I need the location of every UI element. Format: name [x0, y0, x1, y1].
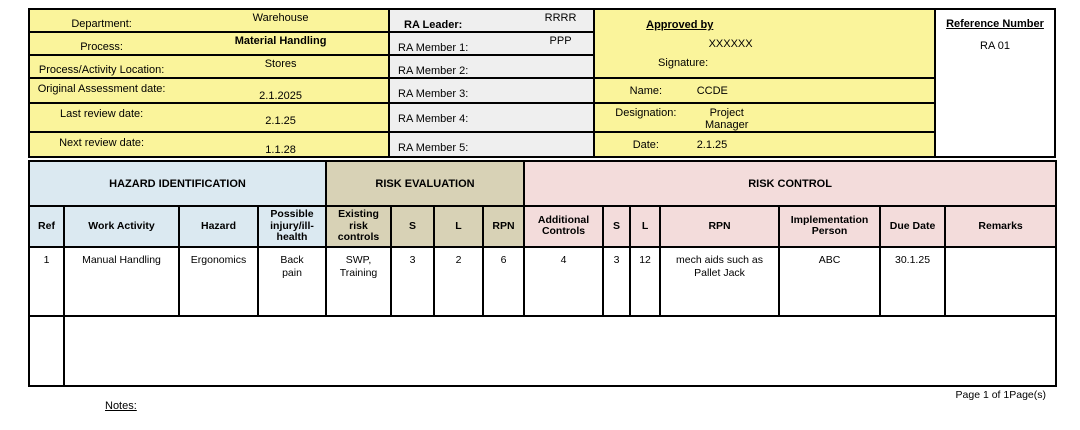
next-review-date-cell[interactable]: Next review date: 1.1.28 [28, 131, 390, 158]
col-header-likelihood-1: L [433, 205, 484, 248]
form-header-table: Department: Warehouse RA Leader: RRRR Ap… [28, 8, 1056, 158]
cell-ref[interactable]: 1 [28, 245, 65, 317]
col-header-hazard: Hazard [178, 205, 259, 248]
approved-by-cell[interactable]: Approved by XXXXXX Signature: [593, 8, 936, 79]
empty-merged-cell[interactable] [62, 314, 1058, 387]
approval-date-cell[interactable]: Date: 2.1.25 [593, 131, 936, 158]
reference-number-title: Reference Number [946, 18, 1044, 30]
original-assessment-date-label: Original Assessment date: [37, 83, 166, 95]
ra-member-2-label: RA Member 2: [398, 65, 469, 77]
cell-injury[interactable]: Back pain [257, 245, 327, 317]
approver-name-label: Name: [629, 84, 663, 97]
ra-member-4-value[interactable] [528, 105, 592, 130]
cell-likelihood-1[interactable]: 2 [433, 245, 484, 317]
ra-member-3-value[interactable] [528, 80, 592, 101]
col-header-due-date: Due Date [879, 205, 947, 248]
group-header-row: HAZARD IDENTIFICATION RISK EVALUATION RI… [28, 160, 1058, 207]
ra-leader-value[interactable]: RRRR [544, 12, 577, 24]
location-value[interactable]: Stores [264, 58, 297, 70]
approver-value[interactable]: XXXXXX [708, 38, 753, 50]
original-assessment-date-cell[interactable]: Original Assessment date: 2.1.2025 [28, 77, 390, 104]
cell-remarks[interactable] [944, 245, 1058, 317]
next-review-date-label: Next review date: [59, 137, 145, 149]
ra-member-4-cell[interactable]: RA Member 4: [388, 102, 595, 133]
empty-ref-cell[interactable] [28, 314, 65, 387]
page-info: Page 1 of 1Page(s) [955, 389, 1046, 401]
last-review-date-value[interactable]: 2.1.25 [265, 115, 296, 127]
approver-name-value[interactable]: CCDE [696, 84, 728, 97]
group-risk-control: RISK CONTROL [523, 160, 1058, 207]
ra-member-3-cell[interactable]: RA Member 3: [388, 77, 595, 104]
col-header-injury: Possible injury/ill-health [257, 205, 327, 248]
process-value[interactable]: Material Handling [234, 35, 327, 47]
ra-member-1-label: RA Member 1: [398, 42, 469, 54]
notes-label: Notes: [105, 400, 137, 412]
ra-member-4-label: RA Member 4: [398, 113, 469, 125]
cell-existing-controls[interactable]: SWP, Training [325, 245, 392, 317]
cell-likelihood-2[interactable]: 12 [629, 245, 662, 317]
cell-implementation-person[interactable]: ABC [778, 245, 882, 317]
col-header-severity-1: S [390, 205, 435, 248]
designation-value[interactable]: Project Manager [704, 107, 749, 131]
reference-number-value[interactable]: RA 01 [980, 40, 1010, 52]
approver-name-cell[interactable]: Name: CCDE [593, 77, 936, 104]
table-row: 1 Manual Handling Ergonomics Back pain S… [28, 245, 1058, 317]
process-label: Process: [80, 41, 123, 53]
approval-date-label: Date: [632, 138, 659, 151]
location-label: Process/Activity Location: [38, 64, 165, 76]
department-label: Department: [71, 18, 132, 30]
cell-severity-2[interactable]: 3 [602, 245, 632, 317]
col-header-rpn-1: RPN [481, 205, 526, 248]
reference-number-cell[interactable]: Reference Number RA 01 [934, 8, 1056, 158]
empty-row [28, 314, 1058, 387]
cell-rpn-1[interactable]: 6 [481, 245, 526, 317]
ra-leader-label: RA Leader: [404, 19, 463, 31]
ra-member-3-label: RA Member 3: [398, 88, 469, 100]
approval-date-value[interactable]: 2.1.25 [696, 138, 728, 151]
location-cell[interactable]: Process/Activity Location: Stores [28, 54, 390, 79]
col-header-additional-controls: Additional Controls [523, 205, 605, 248]
col-header-implementation-person: Implementation Person [778, 205, 882, 248]
cell-hazard[interactable]: Ergonomics [178, 245, 259, 317]
col-header-rpn-2: RPN [659, 205, 781, 248]
last-review-date-label: Last review date: [60, 108, 144, 120]
col-header-existing-controls: Existing risk controls [325, 205, 392, 248]
col-header-likelihood-2: L [629, 205, 662, 248]
last-review-date-cell[interactable]: Last review date: 2.1.25 [28, 102, 390, 133]
group-risk-evaluation: RISK EVALUATION [324, 160, 526, 207]
column-header-row: Ref Work Activity Hazard Possible injury… [28, 205, 1058, 248]
ra-member-1-value[interactable]: PPP [549, 35, 572, 47]
department-value[interactable]: Warehouse [252, 12, 309, 24]
cell-additional-controls[interactable]: 4 [523, 245, 605, 317]
ra-leader-cell[interactable]: RA Leader: RRRR [388, 8, 595, 33]
group-hazard-identification: HAZARD IDENTIFICATION [28, 160, 327, 207]
department-cell[interactable]: Department: Warehouse [28, 8, 390, 33]
ra-member-1-cell[interactable]: RA Member 1: PPP [388, 31, 595, 56]
col-header-work-activity: Work Activity [63, 205, 180, 248]
col-header-remarks: Remarks [944, 205, 1058, 248]
ra-member-5-cell[interactable]: RA Member 5: [388, 131, 595, 158]
process-cell[interactable]: Process: Material Handling [28, 31, 390, 56]
cell-severity-1[interactable]: 3 [390, 245, 435, 317]
col-header-ref: Ref [28, 205, 65, 248]
ra-member-5-value[interactable] [528, 134, 592, 155]
next-review-date-value[interactable]: 1.1.28 [265, 144, 296, 156]
designation-label: Designation: [615, 107, 677, 119]
cell-rpn-2[interactable]: mech aids such as Pallet Jack [659, 245, 781, 317]
col-header-severity-2: S [602, 205, 632, 248]
approved-by-title: Approved by [646, 19, 714, 31]
signature-label: Signature: [658, 57, 709, 69]
cell-work-activity[interactable]: Manual Handling [63, 245, 180, 317]
ra-member-2-cell[interactable]: RA Member 2: [388, 54, 595, 79]
designation-cell[interactable]: Designation: Project Manager [593, 102, 936, 133]
cell-due-date[interactable]: 30.1.25 [879, 245, 947, 317]
ra-member-2-value[interactable] [528, 57, 592, 76]
risk-table: HAZARD IDENTIFICATION RISK EVALUATION RI… [28, 160, 1058, 387]
ra-member-5-label: RA Member 5: [398, 142, 469, 154]
original-assessment-date-value[interactable]: 2.1.2025 [259, 90, 302, 102]
